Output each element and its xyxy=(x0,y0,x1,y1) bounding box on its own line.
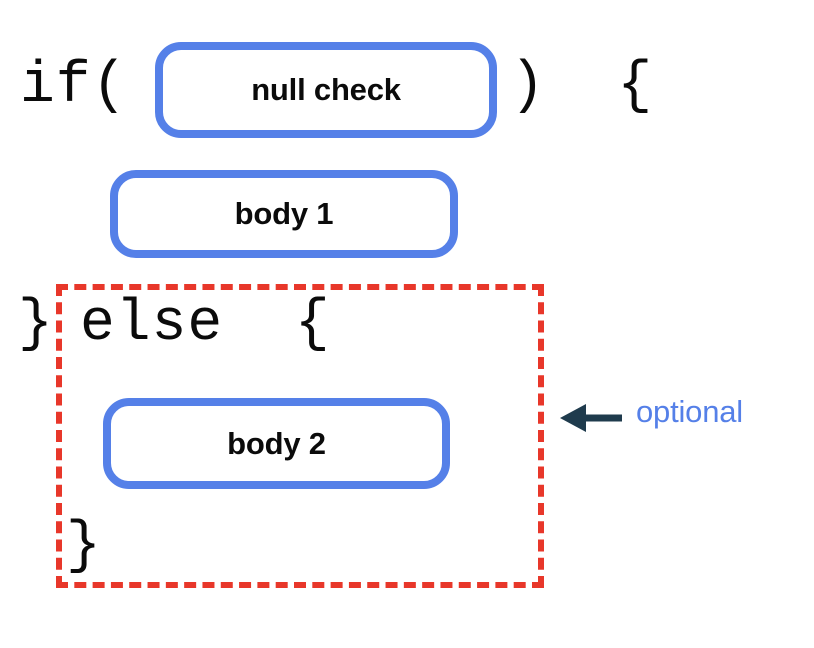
arrow-left-icon xyxy=(560,404,622,432)
box-body-2[interactable]: body 2 xyxy=(103,398,450,489)
box-body-1-label: body 1 xyxy=(234,196,334,231)
code-paren-close-brace-open: ) { xyxy=(510,54,654,119)
code-brace-close-end: } xyxy=(66,514,102,579)
optional-annotation-label: optional xyxy=(636,394,743,429)
box-null-check[interactable]: null check xyxy=(155,42,497,138)
box-body-1[interactable]: body 1 xyxy=(110,170,458,258)
code-brace-close-before-else: } xyxy=(18,292,54,357)
box-null-check-label: null check xyxy=(251,72,401,107)
code-if-open: if( xyxy=(20,54,128,119)
code-else-open: else { xyxy=(80,292,331,357)
box-body-2-label: body 2 xyxy=(227,425,326,461)
